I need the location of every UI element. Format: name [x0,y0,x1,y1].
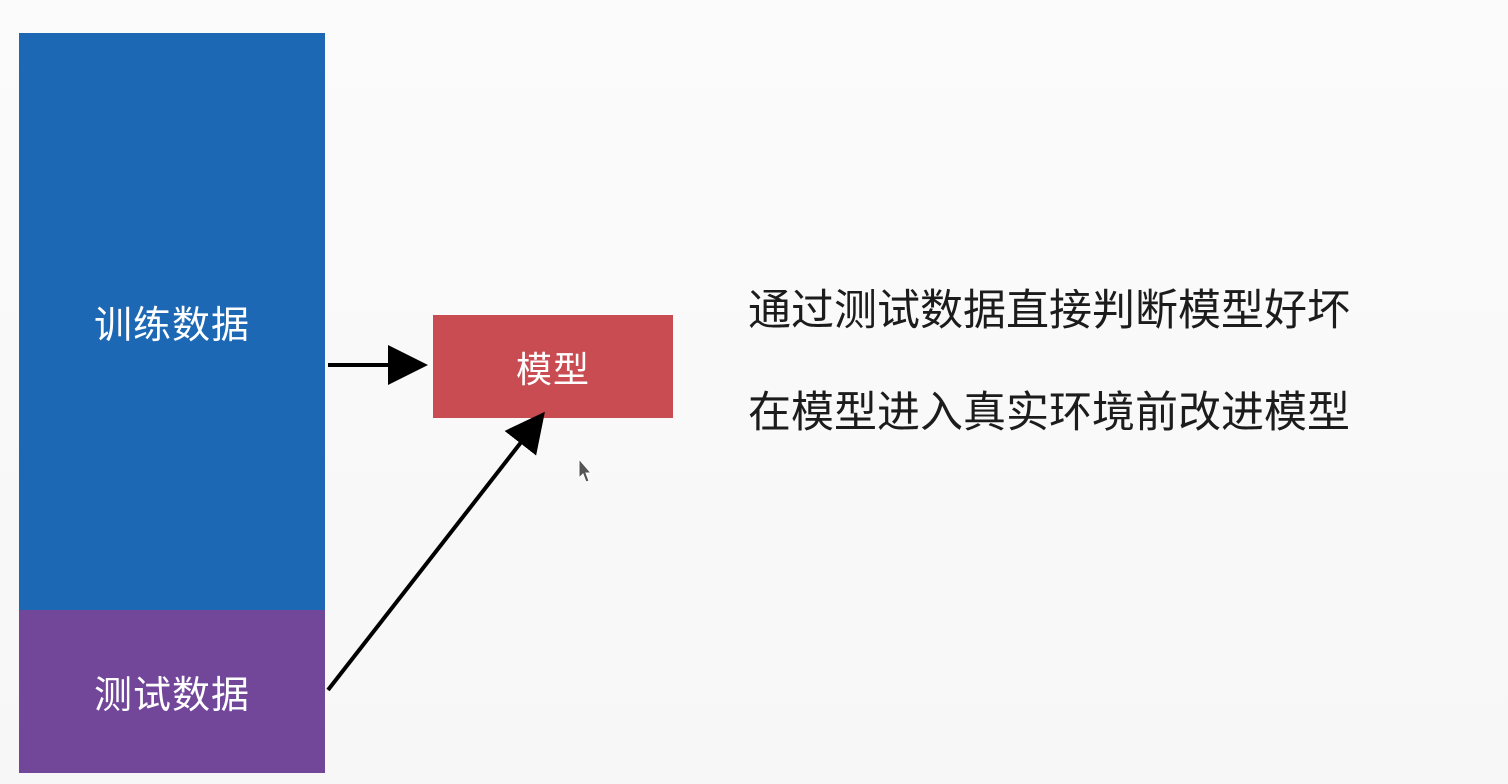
training-data-label: 训练数据 [93,303,250,347]
model-label: 模型 [515,349,590,391]
training-data-block: 训练数据 [19,33,325,610]
note-line-1: 通过测试数据直接判断模型好坏 [748,286,1350,336]
test-data-block: 测试数据 [19,610,325,773]
notes-panel: 通过测试数据直接判断模型好坏 在模型进入真实环境前改进模型 [748,280,1488,484]
note-line-2: 在模型进入真实环境前改进模型 [748,388,1350,438]
model-block: 模型 [433,315,673,418]
mouse-cursor-icon [578,458,592,483]
test-data-label: 测试数据 [93,673,250,717]
test-to-model-arrow [326,411,545,692]
